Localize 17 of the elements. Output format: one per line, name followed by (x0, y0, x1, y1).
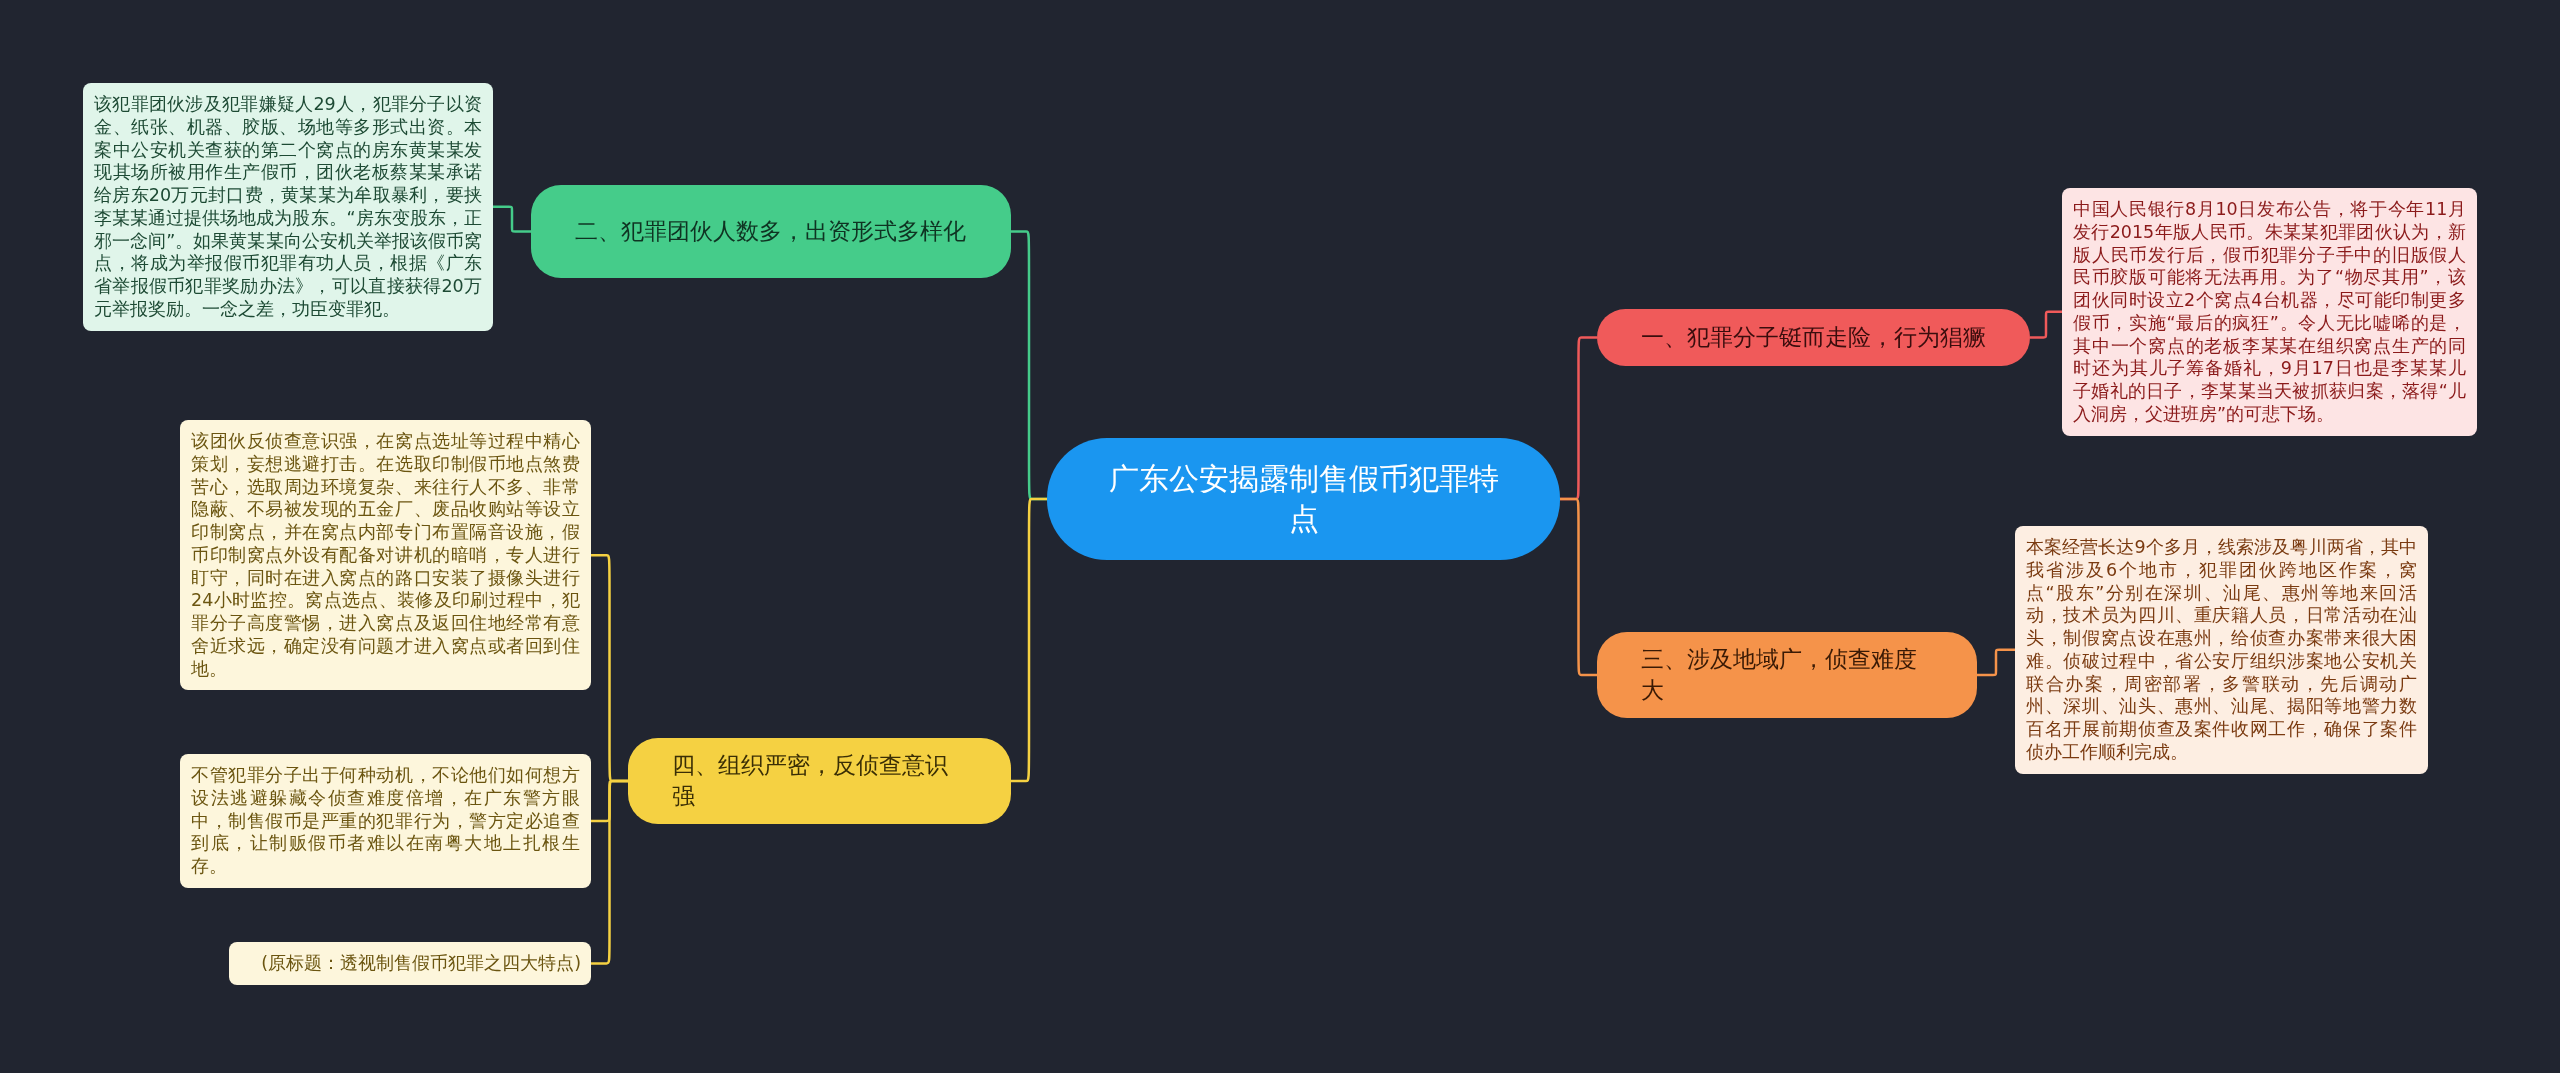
central-topic: 广东公安揭露制售假币犯罪特点 (1047, 438, 1560, 560)
detail-note: 该团伙反侦查意识强，在窝点选址等过程中精心策划，妄想逃避打击。在选取印制假币地点煞费苦心，选取周边环境复杂、来往行人不多、非常隐蔽、不易被发现的五金厂、废品收购站等设立印制窝点，并在窝点内部专门布置隔音设施，假币印制窝点外设有配备对讲机的暗哨，专人进行盯守，同时在进入窝点的路口安装了摄像头进行24小时监控。窝点选点、装修及印刷过程中，犯罪分子高度警惕，进入窝点及返回住地经常有意舍近求远，确定没有问题才进入窝点或者回到住地。 (180, 420, 591, 691)
branch-topic: 三、涉及地域广，侦查难度大 (1597, 632, 1977, 719)
detail-note: 不管犯罪分子出于何种动机，不论他们如何想方设法逃避躲藏令侦查难度倍增，在广东警方眼中，制售假币是严重的犯罪行为，警方定必追查到底，让制贩假币者难以在南粤大地上扎根生存。 (180, 754, 591, 888)
branch-topic: 二、犯罪团伙人数多，出资形式多样化 (531, 185, 1011, 278)
connector-line (1977, 648, 2015, 677)
detail-note: 本案经营长达9个多月，线索涉及粤川两省，其中我省涉及6个地市，犯罪团伙跨地区作案，窝点“股东”分别在深圳、汕尾、惠州等地来回活动，技术员为四川、重庆籍人员，日常活动在汕头，制假窝点设在惠州，给侦查办案带来很大困难。侦破过程中，省公安厅组织涉案地公安机关联合办案，周密部署，多警联动，先后调动广州、深圳、汕头、惠州、汕尾、揭阳等地警力数百名开展前期侦查及案件收网工作，确保了案件侦办工作顺利完成。 (2015, 526, 2428, 774)
detail-note: 中国人民银行8月10日发布公告，将于今年11月发行2015年版人民币。朱某某犯罪团伙认为，新版人民币发行后，假币犯罪分子手中的旧版假人民币胶版可能将无法再用。为了“物尽其用”，该团伙同时设立2个窝点4台机器，尽可能印制更多假币，实施“最后的疯狂”。令人无比嘘唏的是，其中一个窝点的老板李某某在组织窝点生产的同时还为其儿子筹备婚礼，9月17日也是李某某儿子婚礼的日子，李某某当天被抓获归案，落得“儿入洞房，父进班房”的可悲下场。 (2062, 188, 2477, 436)
detail-note: 该犯罪团伙涉及犯罪嫌疑人29人，犯罪分子以资金、纸张、机器、胶版、场地等多形式出资。本案中公安机关查获的第二个窝点的房东黄某某发现其场所被用作生产假币，团伙老板蔡某某承诺给房东20万元封口费，黄某某为牟取暴利，要挟李某某通过提供场地成为股东。“房东变股东，正邪一念间”。如果黄某某向公安机关举报该假币窝点，将成为举报假币犯罪有功人员，根据《广东省举报假币犯罪奖励办法》，可以直接获得20万元举报奖励。一念之差，功臣变罪犯。 (83, 83, 493, 331)
connector-line (1011, 497, 1047, 783)
connector-line (493, 205, 531, 233)
connector-line (1560, 497, 1597, 677)
connector-line (2030, 310, 2062, 339)
branch-topic: 一、犯罪分子铤而走险，行为猖獗 (1597, 309, 2030, 366)
detail-note: (原标题：透视制售假币犯罪之四大特点) (229, 942, 591, 985)
branch-topic: 四、组织严密，反侦查意识强 (628, 738, 1011, 825)
connector-line (591, 779, 628, 965)
